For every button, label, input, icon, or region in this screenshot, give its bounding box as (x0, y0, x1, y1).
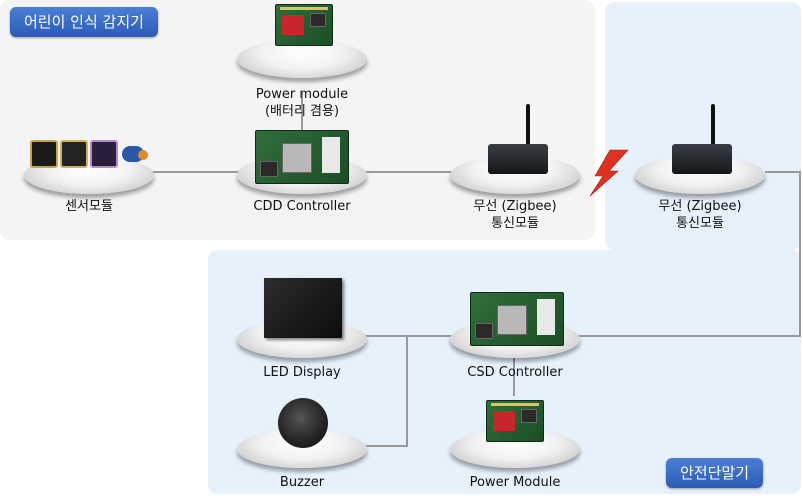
buzzer-label: Buzzer (279, 475, 325, 490)
power-top-label-line1: Power module (255, 87, 349, 102)
csd-label: CSD Controller (467, 365, 563, 380)
sensor-label: 센서모듈 (65, 199, 113, 214)
radio-left-antenna-icon (526, 104, 530, 146)
radio-left-label-line2: 통신모듈 (491, 216, 539, 231)
terminal-region-top (605, 2, 801, 250)
radio-right-label: 무선 (Zigbee) 통신모듈 (658, 198, 741, 232)
power-board-icon (275, 4, 333, 46)
detector-title: 어린이 인식 감지기 (10, 7, 158, 37)
radio-right-device-icon (672, 144, 732, 174)
cdd-label: CDD Controller (253, 199, 351, 214)
terminal-title: 안전단말기 (666, 458, 764, 488)
power-bottom-label: Power Module (469, 475, 561, 490)
power-top-label-line2: (배터리 겸용) (264, 104, 340, 119)
cdd-board-icon (255, 130, 349, 184)
buzzer-icon (278, 398, 328, 448)
radio-right-label-line2: 통신모듈 (676, 216, 724, 231)
radio-left-label: 무선 (Zigbee) 통신모듈 (473, 198, 556, 232)
led-display-icon (264, 278, 342, 338)
wireless-bolt-icon (589, 149, 629, 197)
radio-right-antenna-icon (711, 104, 715, 146)
power-top-label: Power module (배터리 겸용) (256, 86, 348, 120)
radio-right-label-line1: 무선 (Zigbee) (658, 199, 742, 214)
link-buzzer-csd (364, 336, 408, 447)
csd-board-icon (470, 292, 564, 346)
power-top-platform (237, 40, 367, 84)
radio-left-label-line1: 무선 (Zigbee) (473, 199, 557, 214)
radio-left-device-icon (488, 144, 548, 174)
link-radio-csd (578, 171, 801, 337)
power-bottom-board-icon (486, 400, 544, 442)
led-label: LED Display (263, 365, 341, 380)
